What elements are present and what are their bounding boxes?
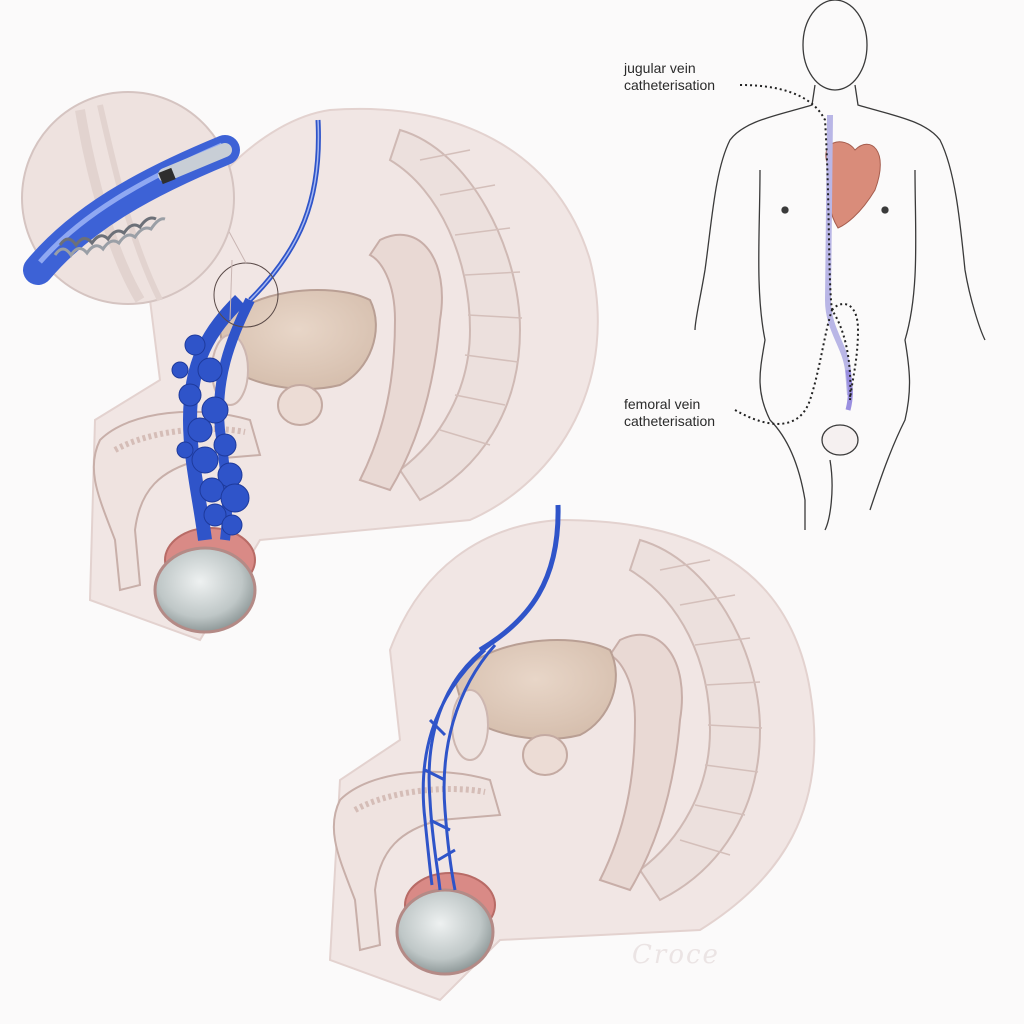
vena-cava bbox=[824, 114, 853, 396]
embolization-coil bbox=[53, 216, 166, 258]
jugular-vein-label: jugular vein catheterisation bbox=[624, 60, 715, 94]
rectum-top bbox=[358, 233, 443, 492]
femoral-label-line2: catheterisation bbox=[624, 413, 716, 429]
spine-top bbox=[388, 128, 522, 502]
rectum-bottom bbox=[598, 633, 683, 892]
femoral-label-line1: femoral vein bbox=[624, 396, 701, 412]
catheter-route-dotted bbox=[734, 84, 860, 425]
prostate-top bbox=[277, 384, 323, 426]
heart bbox=[825, 141, 881, 229]
prostate-bottom bbox=[522, 734, 568, 776]
normal-veins bbox=[421, 643, 497, 891]
bladder-top bbox=[218, 289, 377, 390]
inset-catheter bbox=[158, 143, 232, 182]
pubic-bone-bottom bbox=[451, 689, 489, 761]
penis-bottom bbox=[332, 770, 502, 952]
catheter-bottom bbox=[478, 504, 561, 653]
varicose-veins bbox=[171, 295, 255, 541]
body-outline bbox=[694, 0, 986, 531]
jugular-label-line1: jugular vein bbox=[624, 60, 696, 76]
spine-bottom bbox=[628, 538, 762, 902]
inset-magnification bbox=[21, 91, 247, 321]
artist-signature: Croce bbox=[632, 940, 720, 970]
femoral-vein-label: femoral vein catheterisation bbox=[624, 396, 715, 430]
testis-top bbox=[153, 546, 257, 634]
bladder-bottom bbox=[453, 639, 617, 740]
jugular-label-line2: catheterisation bbox=[624, 77, 716, 93]
testis-bottom bbox=[395, 888, 495, 976]
panel-after bbox=[328, 504, 816, 1002]
